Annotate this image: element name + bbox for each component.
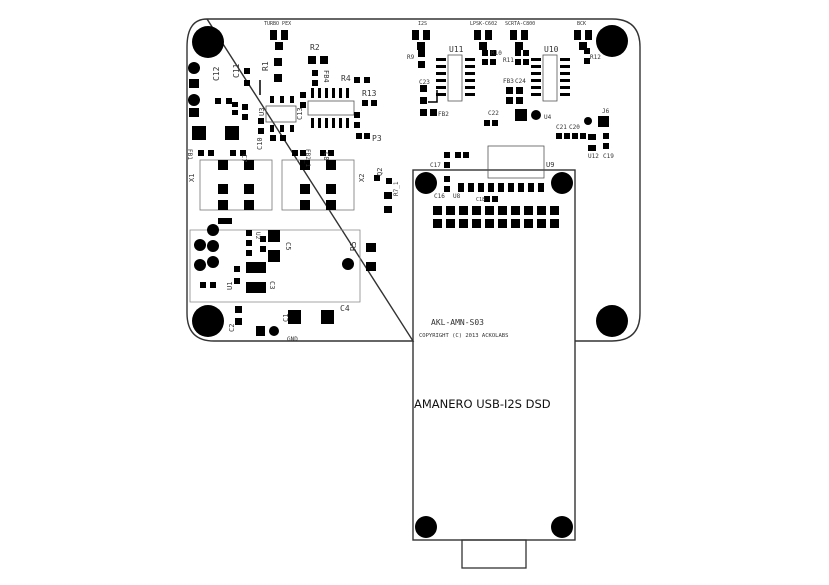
label-u10: U10 [544,45,559,54]
label-c7: C7 [240,154,248,162]
label-lpsk: LPSK-C602 [470,21,497,27]
label-c4: C4 [340,304,350,313]
crystal-x2 [281,159,355,211]
label-u8: U8 [453,193,461,200]
mount-hole-bottom-right [596,305,628,337]
label-c23: C23 [419,79,430,86]
power-section-outline [189,229,361,303]
ic-u3 [307,88,355,128]
label-c5: C5 [284,242,292,250]
ic-u13 [265,96,297,132]
label-c22: C22 [488,110,499,117]
label-p3: P3 [372,134,382,143]
usb-connector-outline [461,539,527,569]
u9-body [487,145,545,179]
mount-hole-top-right [596,25,628,57]
label-r4: R4 [341,74,351,83]
label-u4: U4 [544,114,552,121]
label-c3: C3 [268,281,276,289]
label-r7: R7_1 [393,181,400,196]
main-board-outline [186,18,641,342]
label-c16: C16 [434,193,445,200]
label-c2: C2 [228,324,236,332]
label-c12: C12 [212,66,221,81]
label-c13: C13 [296,107,304,120]
label-fb3: FB3 [503,78,514,85]
label-c24: C24 [515,78,526,85]
label-r12: R12 [590,54,601,61]
silkscreen-labels: TURBO PEX I2S LPSK-C602 SCRTA-C800 BCK G… [186,21,614,411]
ic-u11 [436,54,475,102]
label-c19: C19 [603,153,614,160]
label-c1: C1 [282,314,290,322]
label-x1: X1 [188,174,196,182]
mount-hole-top-left [192,26,224,58]
label-x2: X2 [358,174,366,182]
module-product-name: AMANERO USB-I2S DSD [414,397,551,411]
label-u11: U11 [449,45,464,54]
label-u1: U1 [226,282,234,290]
label-r5: R5 [349,241,358,251]
label-r9: R9 [407,54,415,61]
silk-traces [259,80,438,103]
module-hole-1 [415,172,437,194]
label-c10: C10 [256,137,264,150]
module-top-parts [458,183,544,202]
label-u9: U9 [546,161,554,169]
module-copyright: COPYRIGHT (C) 2013 ACKOLABS [419,333,508,339]
label-u3: U3 [258,108,266,116]
label-r11: R11 [503,57,514,64]
label-r13: R13 [362,89,377,98]
label-c21: C21 [556,124,567,131]
label-c17: C17 [430,162,441,169]
module-hole-4 [551,516,573,538]
label-bck: BCK [577,21,586,27]
label-r10: R10 [491,50,502,57]
mount-hole-bottom-left [192,305,224,337]
label-turbo-pex: TURBO PEX [264,21,291,27]
smd-pads [188,30,609,336]
ic-u10 [531,54,570,102]
label-i2s: I2S [418,21,427,27]
label-q2: Q2 [376,168,384,176]
module-header-pins [433,206,559,228]
label-fb2-1: FB2_1 [304,149,311,167]
label-gnd: GND [287,336,298,343]
label-scrta: SCRTA-C800 [505,21,535,27]
label-fb2: FB2 [438,111,449,118]
label-c11: C11 [232,63,241,78]
label-r2: R2 [310,43,320,52]
label-c20: C20 [569,124,580,131]
label-c8: C8 [322,152,330,160]
label-u2: U2 [254,232,261,240]
label-u12: U12 [588,153,599,160]
module-hole-3 [415,516,437,538]
label-fb1: FB1 [186,149,193,160]
module-part-number: AKL-AMN-S03 [431,318,484,327]
module-hole-2 [551,172,573,194]
label-j6: J6 [602,108,610,115]
label-r1: R1 [261,61,270,71]
label-c18: C18 [476,197,485,203]
crystal-x1 [199,159,273,211]
label-fb4: FB4 [322,70,330,83]
